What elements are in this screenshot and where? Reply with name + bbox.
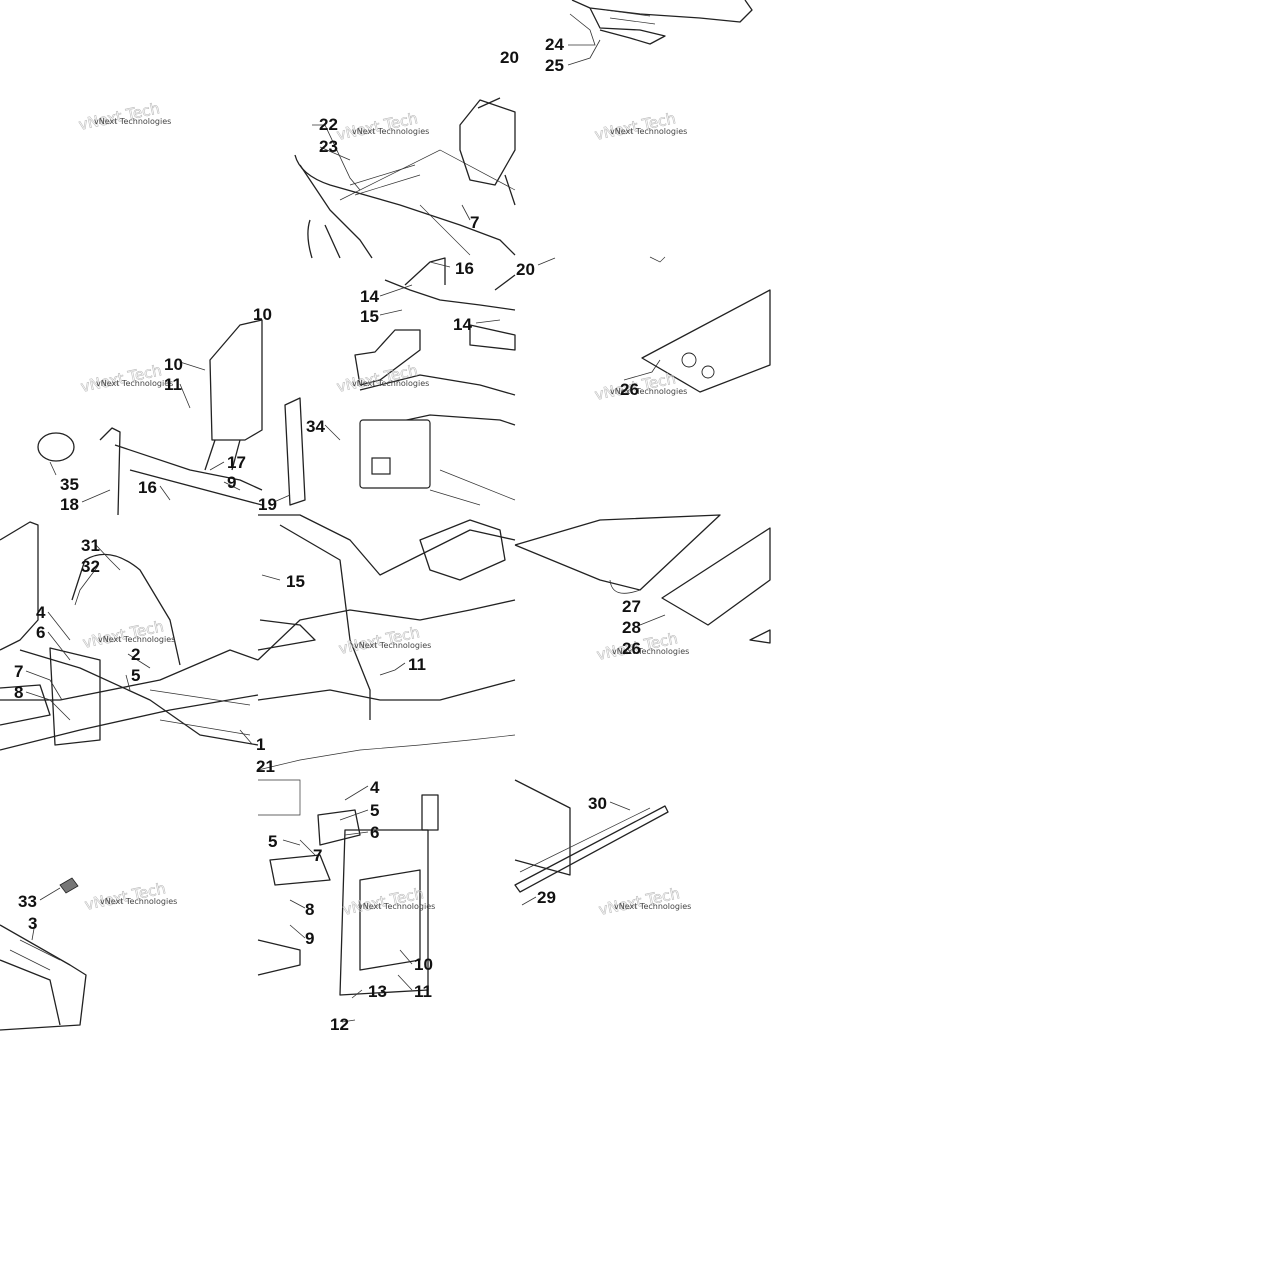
svg-text:vNext Technologies: vNext Technologies — [610, 127, 687, 136]
svg-text:vNext Technologies: vNext Technologies — [96, 379, 173, 388]
callout-9: 9 — [227, 473, 236, 492]
callout-26: 26 — [622, 639, 641, 658]
callout-12: 12 — [330, 1015, 349, 1034]
callout-5: 5 — [131, 666, 140, 685]
callout-25: 25 — [545, 56, 564, 75]
callout-6: 6 — [36, 623, 45, 642]
callout-6: 6 — [370, 823, 379, 842]
callout-30: 30 — [588, 794, 607, 813]
callout-5: 5 — [370, 801, 379, 820]
callout-17: 17 — [227, 453, 246, 472]
callout-5: 5 — [268, 832, 277, 851]
svg-text:vNext Technologies: vNext Technologies — [358, 902, 435, 911]
callout-22: 22 — [319, 115, 338, 134]
callout-8: 8 — [14, 683, 23, 702]
svg-text:vNext Technologies: vNext Technologies — [352, 379, 429, 388]
svg-text:vNext Technologies: vNext Technologies — [100, 897, 177, 906]
callout-31: 31 — [81, 536, 100, 555]
callout-3: 3 — [28, 914, 37, 933]
svg-text:vNext Technologies: vNext Technologies — [354, 641, 431, 650]
callout-32: 32 — [81, 557, 100, 576]
callout-27: 27 — [622, 597, 641, 616]
svg-text:vNext Technologies: vNext Technologies — [94, 117, 171, 126]
callout-7: 7 — [14, 662, 23, 681]
watermark-6: vNext Tech vNext Technologies — [593, 369, 688, 404]
callout-19: 19 — [258, 495, 277, 514]
callout-2: 2 — [131, 645, 140, 664]
callout-24: 24 — [545, 35, 564, 54]
svg-text:vNext Technologies: vNext Technologies — [352, 127, 429, 136]
callout-4: 4 — [370, 778, 380, 797]
watermark-11: vNext Tech vNext Technologies — [341, 884, 436, 919]
watermark-1: vNext Tech vNext Technologies — [77, 99, 172, 134]
callout-11: 11 — [408, 655, 426, 674]
callout-11: 11 — [414, 982, 432, 1001]
callout-10: 10 — [164, 355, 183, 374]
watermark-5: vNext Tech vNext Technologies — [335, 361, 430, 396]
callout-33: 33 — [18, 892, 37, 911]
leader-lines — [25, 13, 666, 1023]
callout-18: 18 — [60, 495, 79, 514]
callout-15: 15 — [360, 307, 379, 326]
watermark-12: vNext Tech vNext Technologies — [597, 884, 692, 919]
callout-20: 20 — [516, 260, 535, 279]
callout-14: 14 — [360, 287, 379, 306]
watermark-2: vNext Tech vNext Technologies — [335, 109, 430, 144]
callout-1: 1 — [256, 735, 265, 754]
callout-4: 4 — [36, 603, 46, 622]
callout-10: 10 — [253, 305, 272, 324]
callout-10: 10 — [414, 955, 433, 974]
svg-text:vNext Technologies: vNext Technologies — [98, 635, 175, 644]
watermark-3: vNext Tech vNext Technologies — [593, 109, 688, 144]
callout-29: 29 — [537, 888, 556, 907]
watermark-4: vNext Tech vNext Technologies — [79, 361, 174, 396]
frame-line-art — [0, 0, 771, 1031]
callout-labels: 24 25 20 22 23 7 16 20 14 15 14 10 11 10… — [14, 35, 641, 1034]
callout-14: 14 — [453, 315, 472, 334]
svg-text:vNext Technologies: vNext Technologies — [614, 902, 691, 911]
svg-text:vNext Technologies: vNext Technologies — [612, 647, 689, 656]
callout-11: 11 — [164, 375, 182, 394]
callout-20: 20 — [500, 48, 519, 67]
callout-13: 13 — [368, 982, 387, 1001]
callout-16: 16 — [455, 259, 474, 278]
callout-21: 21 — [256, 757, 275, 776]
svg-text:vNext Technologies: vNext Technologies — [610, 387, 687, 396]
callout-7: 7 — [313, 846, 322, 865]
callout-15: 15 — [286, 572, 305, 591]
watermark-7: vNext Tech vNext Technologies — [81, 617, 176, 652]
callout-7: 7 — [470, 213, 479, 232]
callout-8: 8 — [305, 900, 314, 919]
callout-34: 34 — [306, 417, 325, 436]
callout-35: 35 — [60, 475, 79, 494]
watermark-9: vNext Tech vNext Technologies — [595, 629, 690, 664]
callout-9: 9 — [305, 929, 314, 948]
callout-26: 26 — [620, 380, 639, 399]
callout-28: 28 — [622, 618, 641, 637]
callout-16: 16 — [138, 478, 157, 497]
callout-23: 23 — [319, 137, 338, 156]
watermark-10: vNext Tech vNext Technologies — [83, 879, 178, 914]
